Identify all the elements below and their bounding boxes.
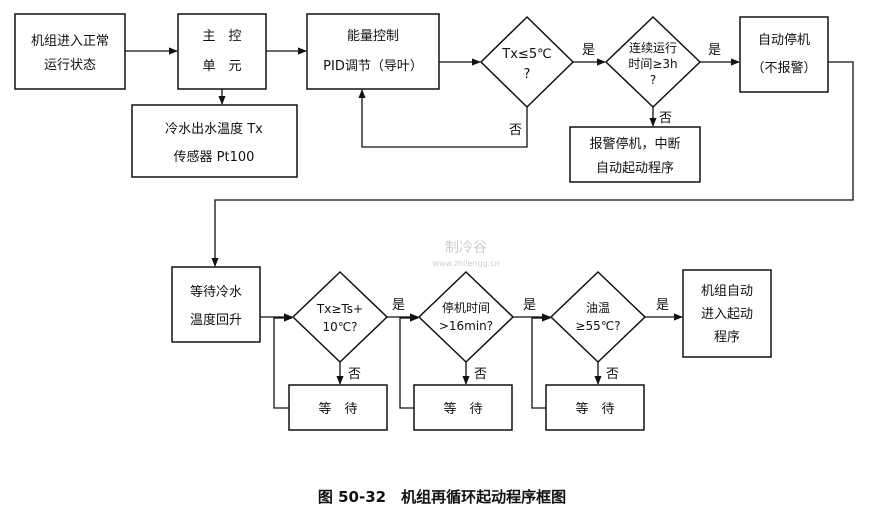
box-wait-3-label: 等 待: [575, 401, 614, 417]
label-d3-yes: 是: [392, 298, 405, 313]
arrow-wait1-loop: [273, 314, 293, 409]
decision-temp-5c-line1: Tx≤5℃: [501, 47, 551, 62]
box-normal-run: [14, 13, 126, 90]
box-main-control: [177, 13, 267, 90]
label-d2-no: 否: [659, 111, 672, 126]
box-alarm-stop: [569, 126, 701, 183]
box-sensor: [131, 104, 298, 178]
decision-temp-ts-line2: 10℃?: [322, 320, 357, 334]
box-wait-1-label: 等 待: [318, 401, 357, 417]
decision-oil-temp-line2: ≥55℃?: [575, 319, 620, 333]
arrow-d1-no-loop: [358, 89, 528, 148]
box-auto-start-line3: 程序: [714, 330, 740, 345]
figure-caption: 图 50-32 机组再循环起动程序框图: [318, 488, 566, 506]
box-sensor-line1: 冷水出水温度 Tx: [165, 121, 263, 137]
decision-temp-5c-line2: ?: [524, 67, 531, 82]
box-main-control-line2: 单 元: [202, 59, 241, 74]
watermark-logo-text: 制冷谷: [445, 240, 487, 256]
decision-runtime-3h-line2: 时间≥3h: [628, 57, 677, 71]
box-auto-stop-line1: 自动停机: [758, 32, 810, 48]
box-alarm-stop-line1: 报警停机，中断: [589, 136, 680, 152]
box-main-control-line1: 主 控: [202, 29, 241, 44]
box-auto-stop-line2: （不报警）: [751, 60, 816, 76]
label-d5-no: 否: [606, 367, 619, 382]
decision-temp-ts-line1: Tx≥Ts+: [316, 302, 363, 316]
decision-temp-ts: [291, 270, 389, 364]
box-wait-1: [288, 384, 388, 431]
arrow-wait3-loop: [531, 314, 551, 409]
box-wait-2: [413, 384, 513, 431]
box-wait-temp-rise: [171, 266, 261, 343]
label-d5-yes: 是: [656, 298, 669, 313]
box-sensor-line2: 传感器 Pt100: [174, 149, 255, 165]
box-auto-start-line1: 机组自动: [701, 284, 753, 299]
box-wait-2-label: 等 待: [443, 401, 482, 417]
box-normal-run-line1: 机组进入正常: [31, 34, 109, 49]
label-d2-yes: 是: [708, 43, 721, 58]
label-d4-yes: 是: [523, 298, 536, 313]
box-auto-start-line2: 进入起动: [701, 307, 753, 322]
box-wait-temp-rise-line1: 等待冷水: [190, 284, 242, 300]
box-auto-start: [682, 269, 772, 358]
box-energy-control: [306, 13, 440, 90]
watermark-url: www.zhilengg.cn: [432, 259, 499, 268]
label-d1-yes: 是: [582, 43, 595, 58]
box-normal-run-line2: 运行状态: [44, 58, 96, 73]
decision-oil-temp-line1: 油温: [586, 301, 610, 315]
box-energy-control-line2: PID调节（导叶）: [323, 59, 423, 74]
box-energy-control-line1: 能量控制: [347, 29, 399, 44]
decision-oil-temp: [549, 270, 647, 364]
box-wait-temp-rise-line2: 温度回升: [190, 312, 242, 328]
decision-runtime-3h-line1: 连续运行: [629, 40, 677, 55]
decision-temp-5c: [479, 15, 575, 109]
label-d1-no: 否: [509, 123, 522, 138]
decision-runtime-3h-line3: ?: [650, 73, 656, 87]
box-auto-stop: [739, 16, 829, 93]
arrow-n5-n7: [211, 61, 854, 267]
label-d4-no: 否: [474, 367, 487, 382]
box-alarm-stop-line2: 自动起动程序: [596, 161, 674, 176]
decision-stop-time-line2: >16min?: [439, 319, 493, 333]
decision-stop-time: [417, 270, 515, 364]
arrow-wait2-loop: [399, 314, 419, 409]
decision-stop-time-line1: 停机时间: [442, 300, 490, 315]
box-wait-3: [545, 384, 645, 431]
label-d3-no: 否: [348, 367, 361, 382]
